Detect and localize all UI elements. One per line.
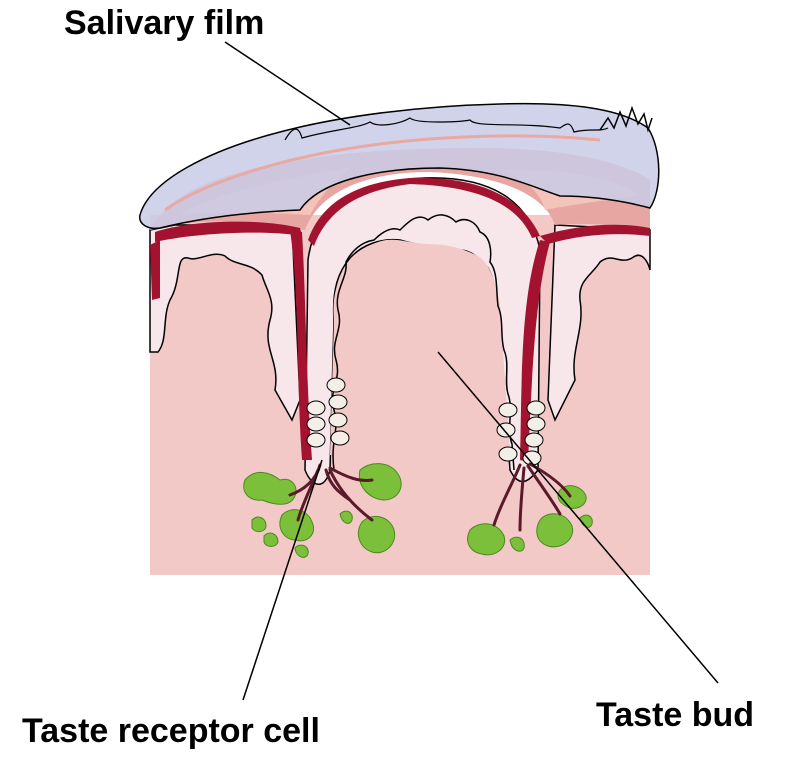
ganglion-blob [537, 514, 573, 547]
label-taste-receptor-cell: Taste receptor cell [22, 714, 320, 748]
receptor-cell [329, 413, 347, 427]
label-taste-bud: Taste bud [596, 698, 754, 732]
receptor-cell [307, 433, 325, 447]
receptor-cell [499, 403, 517, 417]
ganglion-blob [468, 524, 505, 555]
ganglion-blob [358, 516, 394, 552]
receptor-cell [329, 395, 347, 409]
leader-line-salivary-film [225, 42, 350, 125]
receptor-cell [527, 401, 545, 415]
ganglion-blob [252, 517, 266, 532]
receptor-cell [499, 447, 517, 461]
receptor-cell [527, 417, 545, 431]
receptor-cell [327, 378, 345, 392]
ganglion-blob [264, 533, 278, 546]
receptor-cell [525, 433, 543, 447]
label-salivary-film: Salivary film [64, 6, 264, 40]
receptor-cell [331, 431, 349, 445]
receptor-cell [307, 401, 325, 415]
receptor-cell [307, 417, 325, 431]
central-papilla-core [330, 240, 510, 455]
